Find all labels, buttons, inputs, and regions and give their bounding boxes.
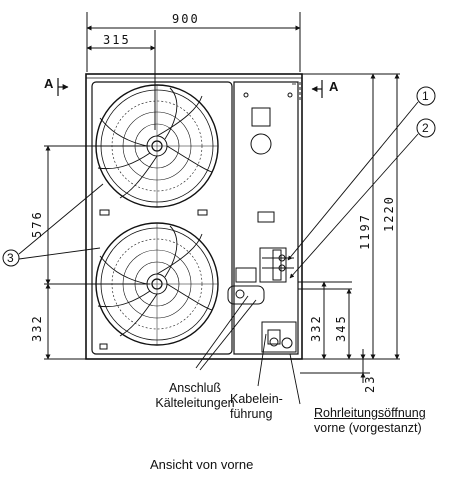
callout-3-label: 3 — [7, 251, 14, 265]
panel-slots — [99, 209, 208, 350]
refrigerant-line-label: Anschluß Kälteleitungen — [147, 381, 243, 411]
pipe-opening-label-2: vorne (vorgestanzt) — [314, 421, 422, 435]
callout-1-label: 1 — [422, 89, 429, 103]
dimension-315-label: 315 — [103, 33, 131, 47]
unit-casing — [85, 73, 303, 360]
callout-1 — [287, 86, 436, 261]
pipe-opening-label: Rohrleitungsöffnung vorne (vorgestanzt) — [314, 406, 426, 436]
callout-3 — [2, 183, 104, 267]
callout-2-label: 2 — [422, 121, 429, 135]
dimension-900-label: 900 — [172, 12, 200, 26]
refrigerant-line-label-2: Kälteleitungen — [155, 396, 235, 410]
dimension-332-right-label: 332 — [309, 314, 323, 342]
dimension-1197-label: 1197 — [358, 213, 372, 250]
cable-entry-label-2: führung — [230, 407, 273, 421]
dimension-315 — [86, 30, 156, 130]
pipe-opening-label-1: Rohrleitungsöffnung — [314, 406, 426, 420]
dimension-576-label: 576 — [30, 210, 44, 238]
dimension-345-label: 345 — [334, 314, 348, 342]
left-dimensions — [44, 145, 150, 360]
dimension-1220-label: 1220 — [382, 195, 396, 232]
label-leaders — [195, 295, 301, 405]
cable-entry-label-1: Kabelein- — [230, 392, 283, 406]
dimension-23-label: 23 — [363, 375, 377, 393]
cable-entry-label: Kabelein- führung — [230, 392, 283, 422]
service-panel — [227, 82, 301, 353]
dimension-900 — [86, 12, 301, 72]
section-arrow-left — [57, 78, 69, 96]
section-arrow-right — [311, 80, 323, 98]
section-mark-right: A — [329, 79, 339, 94]
right-dimensions — [298, 73, 400, 383]
callout-2 — [289, 118, 436, 279]
section-mark-left: A — [44, 76, 54, 91]
refrigerant-line-label-1: Anschluß — [168, 381, 222, 395]
dimension-332-left-label: 332 — [30, 314, 44, 342]
view-caption: Ansicht von vorne — [150, 457, 254, 472]
